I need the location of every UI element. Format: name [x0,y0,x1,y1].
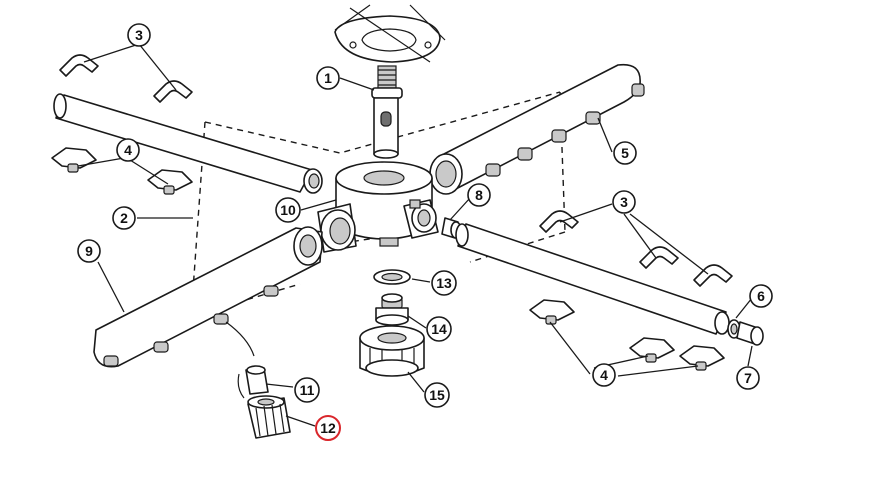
mounting-nut [359,325,425,377]
pipe-clip [59,54,99,77]
pipe-clip [693,264,733,287]
nozzle-insert [225,321,269,399]
svg-text:11: 11 [300,382,315,398]
callout-4-right: 4 [592,363,616,387]
callout-9: 9 [77,239,101,263]
pipe-clip [153,80,193,103]
top-plate [334,4,446,63]
callout-6: 6 [749,284,773,308]
washer [373,269,411,285]
upper-right-arm [429,63,645,195]
svg-text:9: 9 [85,243,93,259]
svg-text:3: 3 [135,27,143,43]
shaft-bolt [371,65,403,159]
svg-text:8: 8 [475,187,483,203]
center-hub [317,161,439,253]
svg-text:1: 1 [324,70,332,86]
right-tube [455,223,730,335]
left-tube [53,93,323,194]
jet-holder [629,337,675,363]
svg-text:14: 14 [431,321,447,337]
lower-left-arm [93,226,323,368]
callout-10: 10 [275,197,301,223]
svg-text:15: 15 [429,387,445,403]
callout-3-left: 3 [127,23,151,47]
nozzle-cap [247,395,291,439]
svg-text:13: 13 [436,275,452,291]
svg-text:5: 5 [621,145,629,161]
jet-holder [529,299,575,325]
svg-text:4: 4 [600,367,608,383]
threaded-nipple [375,293,409,326]
callout-14: 14 [426,316,452,342]
callout-1: 1 [316,66,340,90]
callout-3-right: 3 [612,190,636,214]
svg-text:10: 10 [280,202,296,218]
callout-12-highlighted: 12 [315,415,341,441]
pipe-clip [639,246,679,269]
callout-11: 11 [294,377,320,403]
end-cap [736,321,764,346]
svg-text:2: 2 [120,210,128,226]
leader-lines [77,43,753,427]
callout-2: 2 [112,206,136,230]
svg-text:6: 6 [757,288,765,304]
callout-4-left: 4 [116,138,140,162]
callout-8: 8 [467,183,491,207]
svg-text:3: 3 [620,194,628,210]
jet-holder [679,345,725,371]
pipe-clip [539,210,579,233]
jet-holder [147,169,193,195]
svg-text:4: 4 [124,142,132,158]
callout-5: 5 [613,141,637,165]
callout-13: 13 [431,270,457,296]
jet-holder [51,147,97,173]
svg-text:7: 7 [744,370,752,386]
callout-7: 7 [736,366,760,390]
svg-text:12: 12 [320,420,336,436]
callout-15: 15 [424,382,450,408]
